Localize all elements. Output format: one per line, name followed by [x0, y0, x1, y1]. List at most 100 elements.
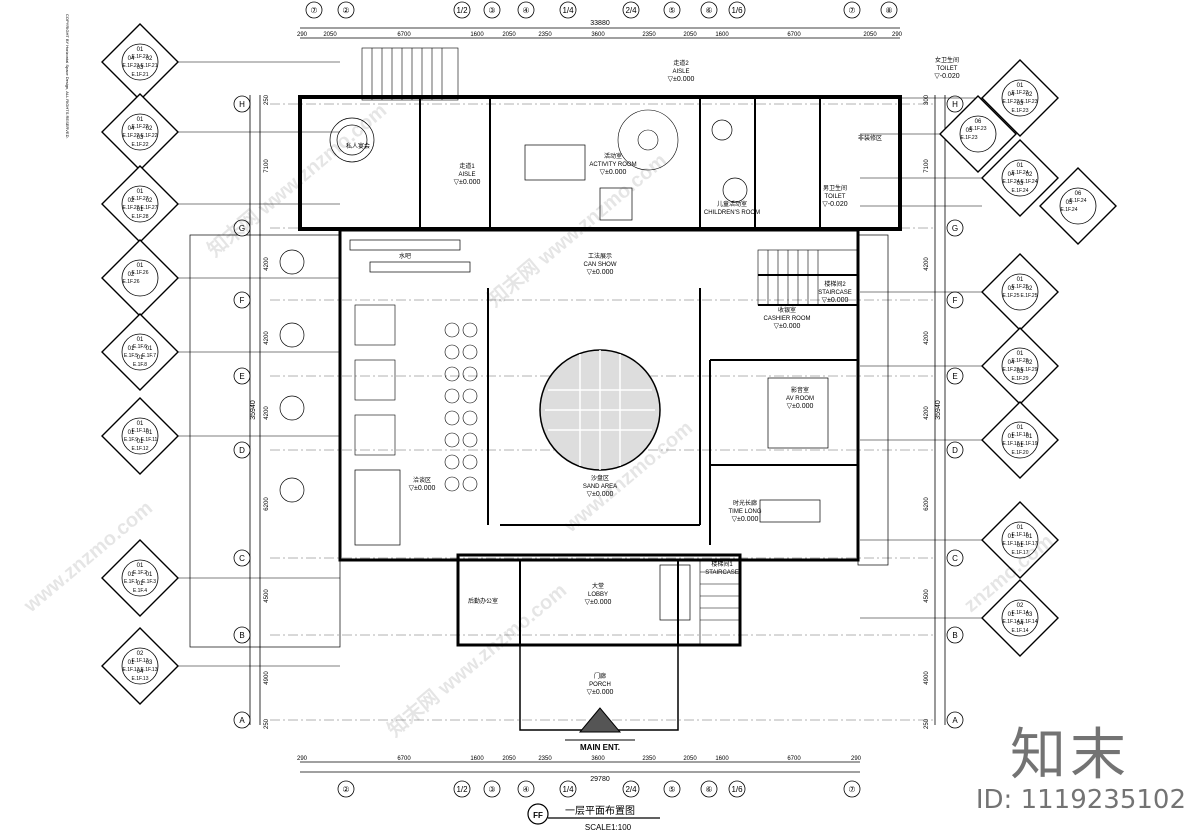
elevation-tag-number: 01 [137, 117, 144, 123]
elevation-tag-ref: E.1F.3 [142, 579, 156, 585]
grid-bubble-bottom [337, 780, 355, 798]
elevation-tag-ref: E.1F.13 [141, 667, 158, 673]
leader-lines [178, 61, 982, 667]
grid-bubble-top [880, 1, 898, 19]
elevation-tag-number: 01 [1017, 525, 1024, 531]
dimension-left: 250 [264, 94, 270, 105]
elevation-tag-circle [121, 333, 159, 371]
dimension-right: 250 [924, 718, 930, 729]
elevation-tag-number: 01 [1017, 163, 1024, 169]
grid-bubble-top [663, 1, 681, 19]
elevation-tag-ref: E.1F.27 [141, 205, 158, 211]
dimension-top: 3600 [591, 32, 605, 38]
dimension-right: 4200 [924, 257, 930, 271]
elevation-tag-number: 01 [146, 572, 153, 578]
cafe-tables [279, 249, 305, 503]
grid-label-top: 2/4 [625, 6, 637, 15]
grid-label-right: G [952, 224, 958, 233]
elevation-tag-number: 01 [1017, 443, 1024, 449]
elevation-tag-ref: E.1F.21 [141, 63, 158, 69]
elevation-tag-ref: E.1F.25 [1021, 293, 1038, 299]
elevation-tag-number: 01 [1026, 534, 1033, 540]
elevation-tag-ref: E.1F.20 [1012, 450, 1029, 456]
room-level: ▽±0.000 [585, 599, 612, 606]
grid-label-left: B [239, 631, 244, 640]
room-label-cn: 洽谈区 [413, 476, 431, 484]
grid-label-bottom: 2/4 [625, 785, 637, 794]
room-level: ▽±0.000 [587, 491, 614, 498]
sand-table [539, 349, 661, 471]
room-level: ▽±0.000 [454, 179, 481, 186]
elevation-tag-number: 01 [1017, 277, 1024, 283]
dimension-top: 290 [892, 32, 903, 38]
elevation-tag-number: 01 [137, 355, 144, 361]
dimension-left: 4200 [264, 331, 270, 345]
room-label-cn: 工法展示 [588, 252, 612, 260]
elevation-tag-number: 01 [128, 430, 135, 436]
elevation-tag-number: 01 [137, 207, 144, 213]
elevation-tag-ref: E.1F.25 [1003, 293, 1020, 299]
elevation-tag-ref: E.1F.23 [1021, 99, 1038, 105]
room-label-cn: 大堂 [592, 582, 604, 590]
elevation-tag-ref: E.1F.28 [132, 214, 149, 220]
elevation-tag-ref: E.1F.13 [123, 667, 140, 673]
elevation-tag-circle [121, 259, 159, 297]
dimension-top: 2050 [863, 32, 877, 38]
elevation-tag-number: 02 [137, 651, 144, 657]
elevation-tag-number: 01 [137, 337, 144, 343]
elevation-tag-circle [1059, 187, 1097, 225]
elevation-tag-ref: E.1F.29 [1021, 367, 1038, 373]
room-level: ▽±0.000 [600, 169, 627, 176]
dimension-bottom: 2050 [683, 756, 697, 762]
dimension-top: 1600 [470, 32, 484, 38]
elevation-tag-ref: E.1F.21 [132, 72, 149, 78]
room-label-cn: 楼梯间1 [711, 560, 733, 568]
grid-label-top: ② [342, 6, 349, 15]
room-label-cn: 时光长廊 [733, 499, 757, 507]
elevation-tag-ref: E.1F.22 [141, 133, 158, 139]
room-label-en: STAIRCASE [705, 570, 739, 576]
grid-label-top: ⑧ [885, 6, 892, 15]
elevation-tag-ref: E.1F.5 [124, 353, 138, 359]
grid-bubble-left [233, 711, 251, 729]
grid-label-left: A [239, 716, 245, 725]
elevation-tag-circle [1001, 159, 1039, 197]
room-label-cn: 女卫生间 [935, 56, 959, 64]
elevation-tag-number: 01 [128, 572, 135, 578]
grid-label-top: 1/4 [562, 6, 574, 15]
elevation-tag-ref: E.1F.1 [124, 579, 138, 585]
elevation-tag-ref: E.1F.23 [970, 126, 987, 132]
grid-bubble-top [453, 1, 471, 19]
elevation-tag-circle [1001, 521, 1039, 559]
dimension-bottom-total: 29780 [590, 776, 610, 783]
elevation-tag-ref: E.1F.29 [1003, 367, 1020, 373]
room-label-en: ACTIVITY ROOM [589, 162, 636, 168]
grid-label-left: H [239, 100, 245, 109]
room-label-en: CHILDREN'S ROOM [704, 210, 760, 216]
grid-label-bottom: 1/4 [562, 785, 574, 794]
elevation-tag-ref: E.1F.19 [1012, 432, 1029, 438]
grid-bubble-left [233, 626, 251, 644]
elevation-tag-ref: E.1F.21 [132, 54, 149, 60]
brand-id: ID: 1119235102 [975, 785, 1186, 815]
dimension-left: 7100 [264, 159, 270, 173]
grid-label-left: C [239, 554, 245, 563]
elevation-tag-ref: E.1F.2 [133, 570, 147, 576]
main-entrance-label: MAIN ENT. [580, 743, 620, 752]
grid-label-bottom: ⑤ [668, 785, 675, 794]
grid-label-bottom: ④ [522, 785, 529, 794]
dimension-top: 2050 [683, 32, 697, 38]
elevation-tag-number: 01 [137, 421, 144, 427]
elevation-tag-circle [1001, 347, 1039, 385]
room-label-en: CASHIER ROOM [763, 316, 810, 322]
room-label-cn: 活动室 [604, 152, 622, 160]
elevation-tag-number: 05 [966, 128, 973, 134]
room-label-cn: 私人宴会 [346, 142, 370, 150]
elevation-tag-ref: E.1F.11 [141, 437, 158, 443]
grid-bubble-top [305, 1, 323, 19]
